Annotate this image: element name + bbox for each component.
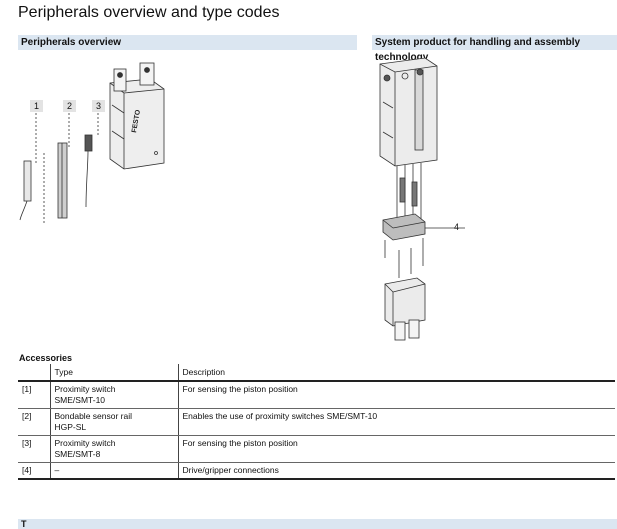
- accessories-title: Accessories: [19, 353, 73, 363]
- next-section-band: [18, 519, 617, 529]
- page-title: Peripherals overview and type codes: [18, 4, 280, 21]
- section-heading-system-product: System product for handling and assembly…: [372, 35, 617, 63]
- system-product-illustration: [379, 57, 465, 341]
- row-description: For sensing the piston position: [177, 435, 615, 463]
- next-section-heading: T: [21, 519, 27, 529]
- row-description: Enables the use of proximity switches SM…: [177, 408, 615, 436]
- row-ref: [3]: [18, 435, 50, 463]
- header-type: Type: [49, 364, 178, 382]
- callout-3: 3: [92, 100, 105, 112]
- festo-logo: FESTO: [131, 109, 142, 134]
- header-description: Description: [177, 364, 615, 382]
- row-ref: [1]: [18, 381, 50, 409]
- row-ref: [2]: [18, 408, 50, 436]
- callout-2: 2: [63, 100, 76, 112]
- callout-1: 1: [30, 100, 43, 112]
- table-row: [4] – Drive/gripper connections: [18, 462, 615, 480]
- row-description: Drive/gripper connections: [177, 462, 615, 480]
- header-ref: [18, 364, 50, 382]
- row-description: For sensing the piston position: [177, 381, 615, 409]
- row-ref: [4]: [18, 462, 50, 480]
- row-type: –: [49, 462, 178, 480]
- callout-4: 4: [453, 222, 459, 232]
- section-heading-peripherals: Peripherals overview: [18, 35, 357, 50]
- table-header-row: Type Description: [18, 364, 615, 382]
- peripherals-illustration: FESTO: [19, 62, 165, 225]
